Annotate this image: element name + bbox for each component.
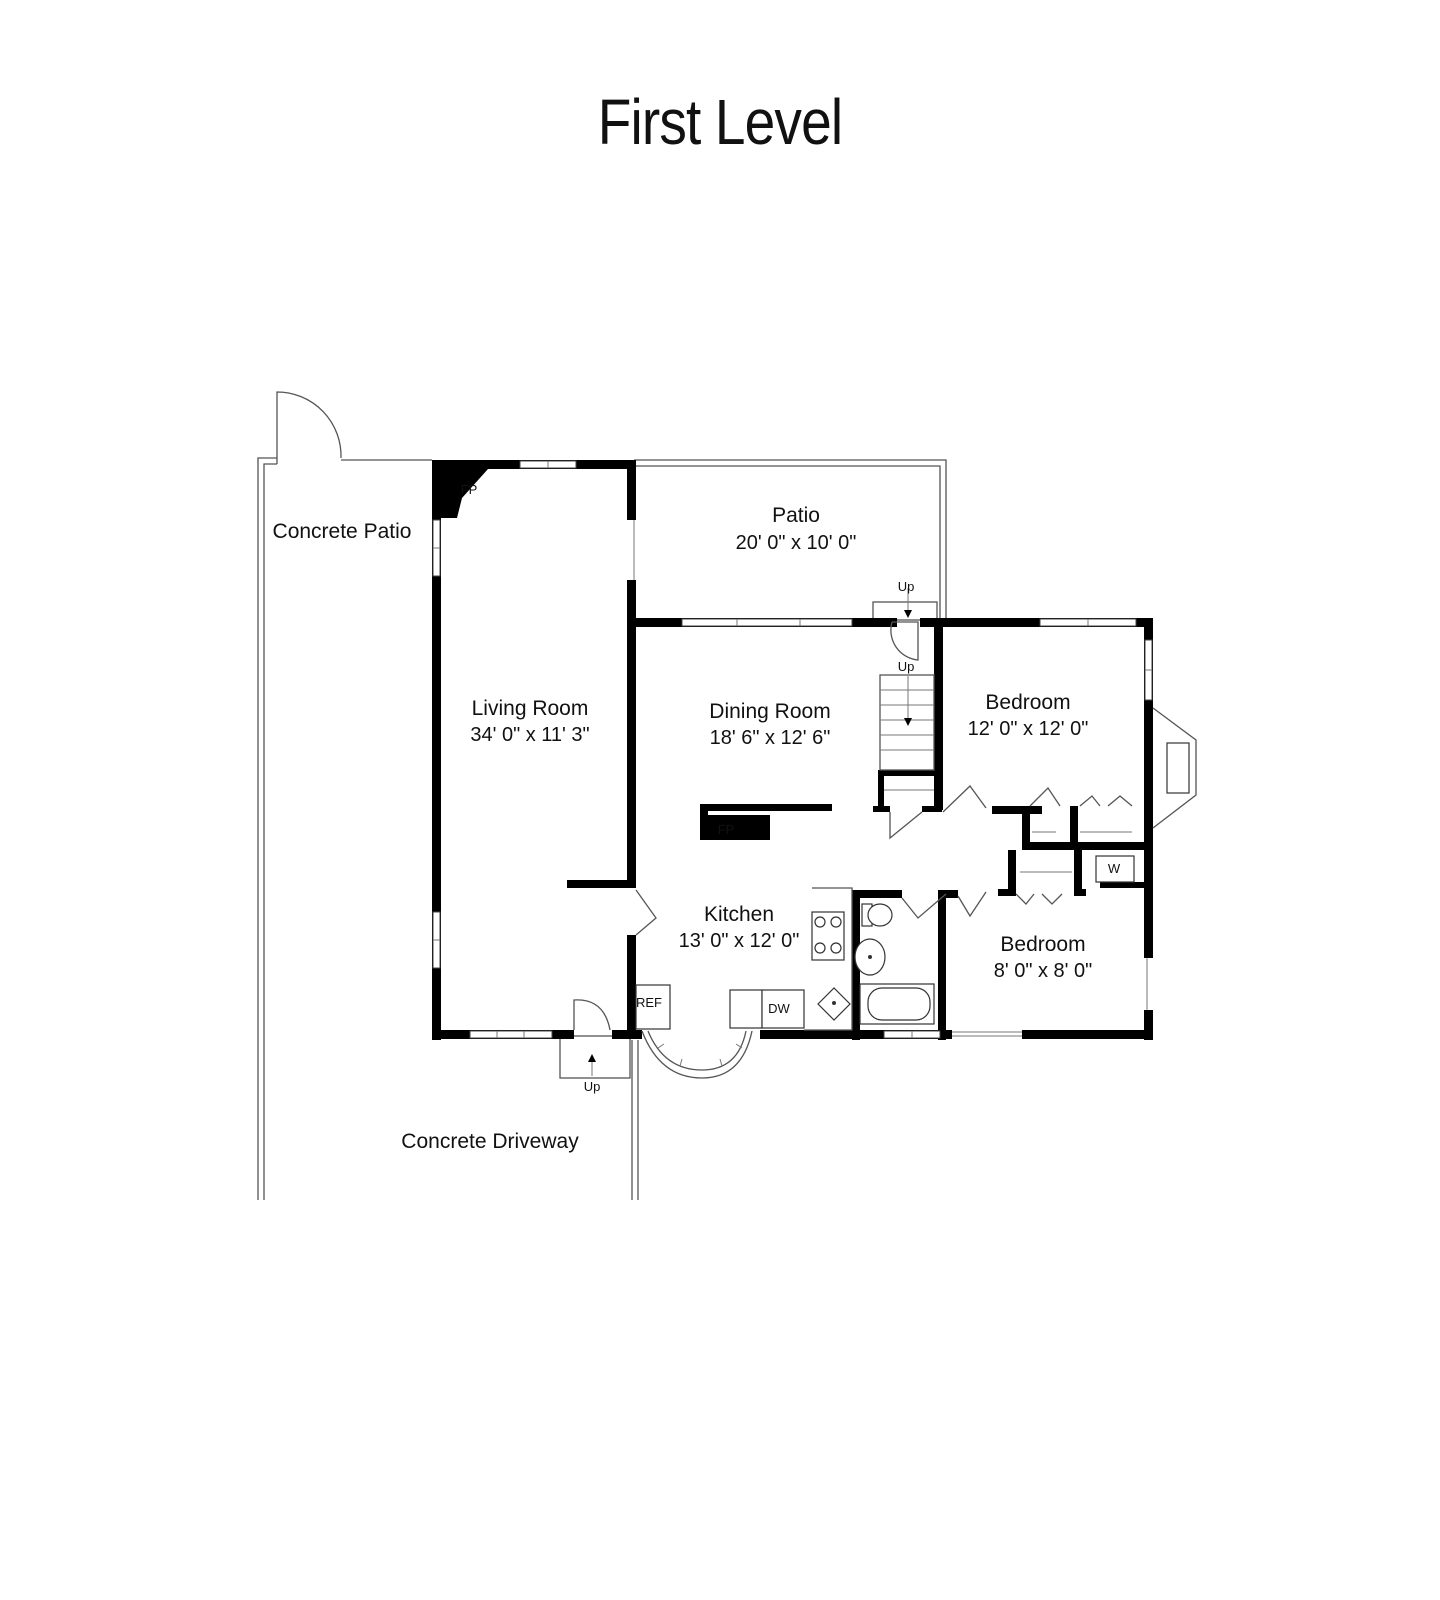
dining-room-name: Dining Room xyxy=(709,700,830,723)
kitchen-name: Kitchen xyxy=(704,903,774,926)
interior-stairs-up-label: Up xyxy=(898,659,915,674)
dining-fireplace-label: FP xyxy=(718,822,735,837)
room-labels: Concrete Patio Living Room 34' 0" x 11' … xyxy=(273,504,1093,1153)
fixtures xyxy=(635,855,1135,1031)
patio-steps-up-label: Up xyxy=(898,579,915,594)
bedroom-2-size: 8' 0" x 8' 0" xyxy=(994,960,1093,982)
bedroom-1-size: 12' 0" x 12' 0" xyxy=(968,718,1089,740)
living-fireplace-label: FP xyxy=(461,482,478,497)
dishwasher-label: DW xyxy=(768,1001,790,1016)
patio-name: Patio xyxy=(772,504,820,527)
exterior-outlines xyxy=(257,391,947,1200)
interior-stairs xyxy=(588,588,935,1076)
washer-label: W xyxy=(1108,861,1121,876)
refrigerator-label: REF xyxy=(636,995,662,1010)
fixture-labels: FP FP REF DW W Up Up Up xyxy=(461,482,1121,1094)
concrete-driveway-label: Concrete Driveway xyxy=(401,1130,579,1153)
patio-size: 20' 0" x 10' 0" xyxy=(736,532,857,554)
plan-title: First Level xyxy=(597,86,843,158)
front-steps-up-label: Up xyxy=(584,1079,601,1094)
walls xyxy=(432,460,1153,1040)
bedroom-1-name: Bedroom xyxy=(985,691,1070,714)
kitchen-size: 13' 0" x 12' 0" xyxy=(679,930,800,952)
living-room-name: Living Room xyxy=(472,697,589,720)
dining-room-size: 18' 6" x 12' 6" xyxy=(710,727,831,749)
living-room-size: 34' 0" x 11' 3" xyxy=(470,724,589,746)
doors xyxy=(573,621,1133,1031)
bedroom-2-name: Bedroom xyxy=(1000,933,1085,956)
windows xyxy=(432,460,1197,1079)
concrete-patio-label: Concrete Patio xyxy=(273,520,412,543)
